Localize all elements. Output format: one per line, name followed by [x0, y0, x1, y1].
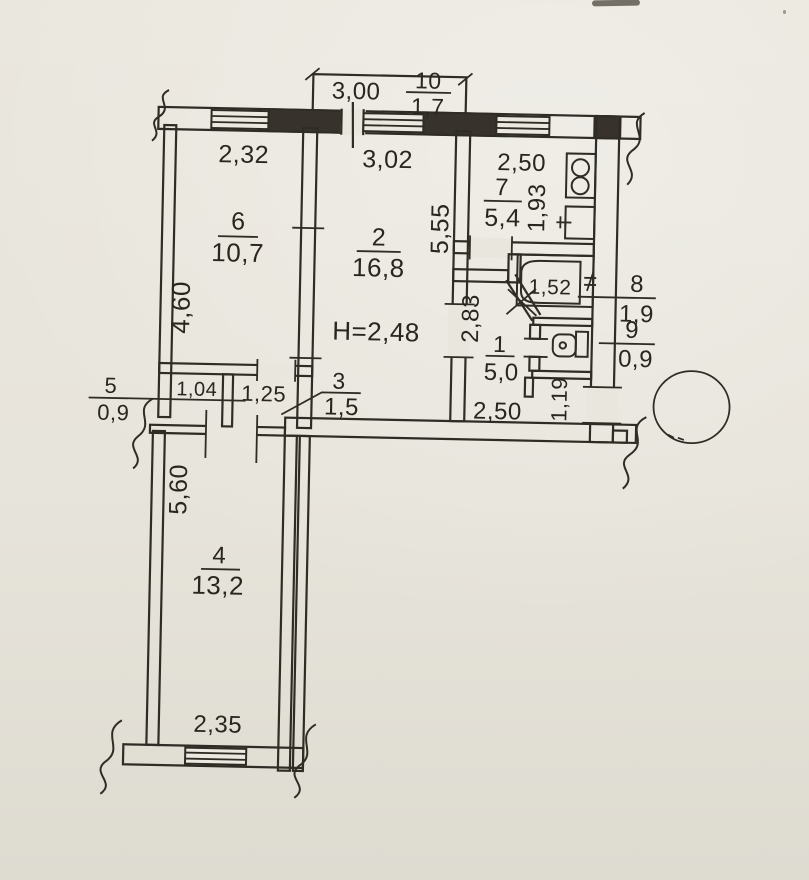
room6-depth-dim: 4,60	[165, 281, 196, 334]
window-room6	[210, 108, 270, 131]
room1-entry-depth-dim: 1,19	[546, 377, 572, 422]
stove-icon	[564, 152, 597, 200]
room9-area: 0,9	[618, 346, 653, 374]
kitchen-door-opening	[469, 237, 513, 259]
room5-area: 0,9	[97, 400, 130, 426]
room4-depth-dim: 5,60	[164, 464, 193, 515]
room5-leader-line	[88, 396, 246, 402]
room1-area: 5,0	[484, 359, 519, 387]
room2-door-opening	[447, 303, 471, 358]
room9-leader-line	[598, 342, 655, 346]
room6-number: 6	[231, 207, 246, 235]
room4-left-wall	[145, 429, 167, 747]
room5-number: 5	[104, 373, 117, 398]
nook-wall-stub	[523, 376, 535, 398]
bathtub-length-dim: 1,52	[528, 276, 571, 300]
top-wall-solid-segment	[267, 108, 343, 134]
room4-number: 4	[212, 542, 226, 569]
room6-width-dim: 2,32	[218, 140, 269, 169]
room4-area: 13,2	[191, 570, 244, 601]
wall-break-squiggles	[99, 89, 647, 799]
room8-area: 1,9	[619, 301, 654, 329]
window-room4	[183, 746, 248, 766]
room8-number: 8	[630, 271, 644, 298]
room7-width-dim: 2,50	[497, 149, 546, 177]
balcony-width-dim: 3,00	[331, 77, 380, 105]
wc-left-wall-lower	[528, 355, 541, 373]
balcony-number: 10	[415, 67, 442, 94]
room1-depth-dim: 2,83	[457, 294, 485, 343]
room4-bottom-wall	[121, 743, 305, 770]
window-room2	[362, 112, 425, 134]
wall-stub	[611, 429, 629, 444]
wc-bottom-wall	[531, 369, 593, 381]
bath-left-wall	[506, 253, 522, 284]
room6-area: 10,7	[211, 237, 264, 268]
room4-right-wall	[276, 434, 298, 772]
room7-area: 5,4	[484, 204, 521, 233]
room3-leader-line	[280, 391, 361, 416]
room2-width-dim: 3,02	[362, 145, 413, 174]
ceiling-height-note: H=2,48	[332, 316, 420, 348]
room1-width-dim: 2,50	[473, 398, 522, 426]
room2-number: 2	[372, 223, 387, 251]
bathtub-icon	[515, 253, 597, 309]
room3-area: 1,5	[324, 393, 359, 421]
room2-depth-dim: 5,55	[426, 203, 455, 254]
kitchen-sink-icon	[556, 205, 596, 241]
bath-diagonal-door	[505, 273, 542, 322]
wc-left-wall-upper	[528, 323, 542, 341]
wc-top-wall	[532, 316, 594, 328]
room8-leader-line	[577, 295, 656, 300]
scan-dot-mark	[783, 10, 786, 14]
toilet-icon	[551, 330, 590, 358]
room7-depth-dim: 1,93	[523, 183, 551, 232]
room2-area: 16,8	[352, 252, 405, 283]
room4-door-opening	[205, 422, 258, 439]
top-wall-solid-segment	[593, 114, 622, 140]
balcony-door-opening	[340, 101, 366, 148]
room7-number: 7	[495, 174, 509, 201]
building-wall	[291, 434, 311, 773]
room6-door-opening	[257, 362, 296, 378]
exterior-walls	[121, 101, 642, 773]
room1-number: 1	[493, 331, 507, 357]
room3-width-dim: 1,25	[241, 381, 286, 407]
entry-door-opening	[586, 386, 618, 424]
interior-walls	[158, 126, 596, 430]
window-room7	[495, 114, 551, 137]
left-wall	[157, 123, 178, 419]
hall-top-wall	[452, 267, 510, 284]
room5-width-dim: 1,04	[176, 378, 217, 401]
room3-number: 3	[332, 368, 346, 394]
balcony-area: 1,7	[411, 93, 445, 120]
room4-window-dim: 2,35	[193, 711, 242, 739]
room9-number: 9	[625, 317, 639, 344]
wall-room6-room2	[295, 126, 319, 430]
stamp-circle	[652, 370, 731, 445]
room6-bottom-wall	[158, 361, 314, 378]
balcony-outline	[304, 67, 474, 114]
